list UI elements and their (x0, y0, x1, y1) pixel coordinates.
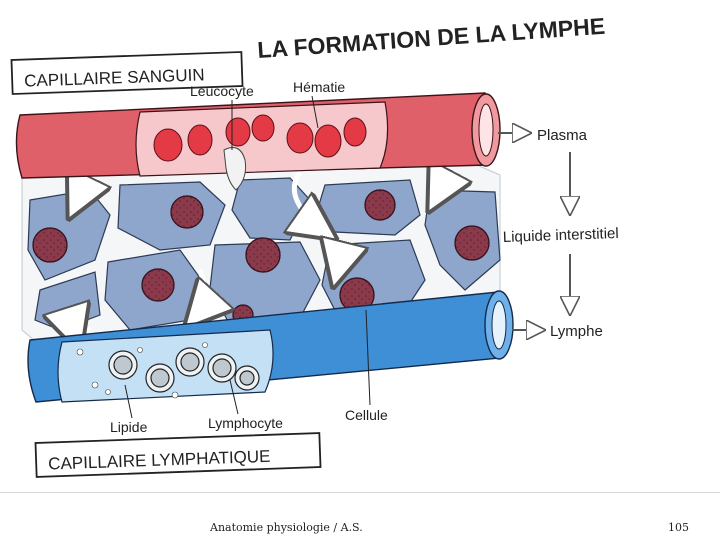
label-lymphocyte: Lymphocyte (208, 415, 283, 431)
capillaire-lymphatique-label: CAPILLAIRE LYMPHATIQUE (34, 432, 322, 478)
label-hematie: Hématie (293, 79, 345, 95)
blood-capillary (15, 92, 501, 191)
leucocyte-cell (223, 147, 247, 191)
label-lipide: Lipide (110, 419, 148, 435)
label-leucocyte: Leucocyte (190, 83, 254, 99)
lipid-droplets (76, 342, 208, 399)
capillaire-sanguin-label: CAPILLAIRE SANGUIN (10, 51, 244, 95)
lymphocytes (108, 347, 260, 393)
label-cellule: Cellule (345, 407, 388, 423)
label-liquide-interstitiel: Liquide interstitiel (503, 225, 619, 246)
interstitial-tissue (21, 162, 501, 345)
label-lymphe: Lymphe (550, 323, 603, 340)
page-number: 105 (668, 521, 689, 534)
label-plasma: Plasma (537, 127, 588, 144)
slide-footer: Anatomie physiologie / A.S. 105 (0, 492, 720, 541)
footer-caption: Anatomie physiologie / A.S. (210, 521, 363, 534)
lymph-capillary (27, 290, 514, 403)
diagram-title: LA FORMATION DE LA LYMPHE (257, 13, 606, 63)
lymph-formation-diagram: LA FORMATION DE LA LYMPHE CAPILLAIRE SAN… (10, 13, 619, 478)
flow-arrows (70, 172, 436, 345)
right-flow: Plasma Liquide interstitiel Lymphe (498, 127, 619, 340)
